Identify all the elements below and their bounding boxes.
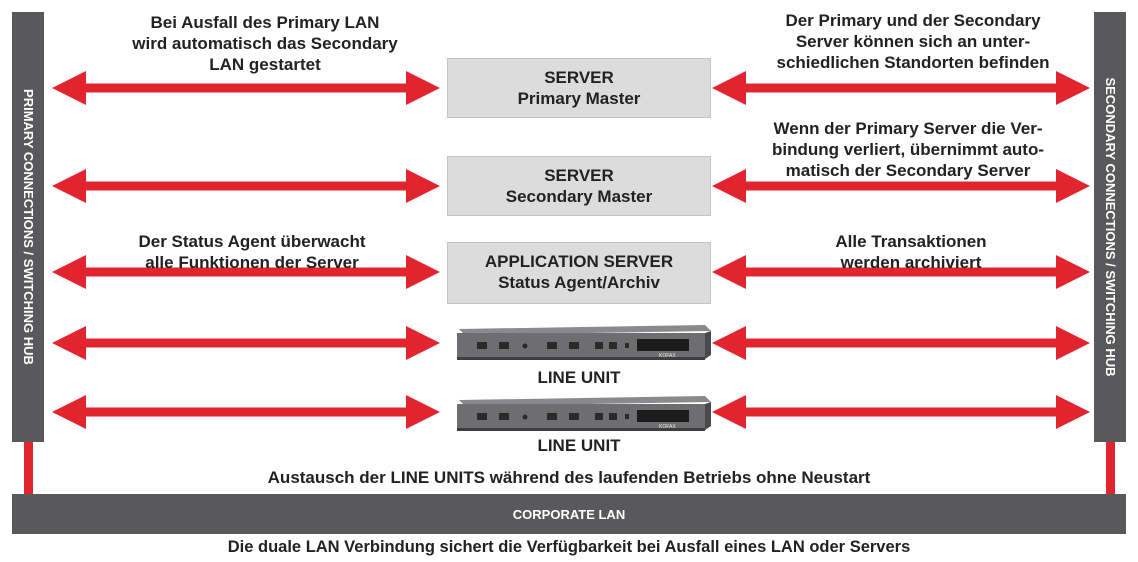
server-title: SERVER xyxy=(544,166,614,185)
note-line: bindung verliert, übernimmt auto- xyxy=(771,140,1044,159)
note-transactions-archived: Alle Transaktionen werden archiviert xyxy=(766,231,1056,273)
note-status-agent: Der Status Agent überwacht alle Funktion… xyxy=(92,231,412,273)
arrow-left-row-1 xyxy=(52,71,440,105)
line-unit-brand-1: KOFAX xyxy=(659,353,676,359)
server-subtitle: Secondary Master xyxy=(505,187,653,206)
line-unit-label-1: LINE UNIT xyxy=(537,368,621,387)
note-secondary-takeover: Wenn der Primary Server die Ver- bindung… xyxy=(730,118,1086,181)
arrow-left-row-2 xyxy=(52,169,440,203)
server-subtitle: Primary Master xyxy=(517,89,641,108)
note-primary-lan-failover: Bei Ausfall des Primary LAN wird automat… xyxy=(100,12,430,75)
secondary-hub-connector xyxy=(1106,442,1115,494)
note-line: Wenn der Primary Server die Ver- xyxy=(773,119,1043,138)
server-title: APPLICATION SERVER xyxy=(484,252,674,271)
line-unit-hot-swap-text: Austausch der LINE UNITS während des lau… xyxy=(267,468,871,487)
arrow-left-row-5 xyxy=(52,395,440,429)
arrow-left-row-3 xyxy=(52,255,440,289)
note-server-locations: Der Primary und der Secondary Server kön… xyxy=(735,10,1091,73)
arrow-right-row-5 xyxy=(712,395,1090,429)
primary-switching-hub-bar: PRIMARY CONNECTIONS / SWITCHING HUB xyxy=(12,12,44,442)
note-line: schiedlichen Standorten befinden xyxy=(776,53,1050,72)
diagram-caption: Die duale LAN Verbindung sichert die Ver… xyxy=(227,538,911,556)
line-unit-label-2: LINE UNIT xyxy=(537,436,621,455)
note-line: werden archiviert xyxy=(840,253,982,272)
note-line: Server können sich an unter- xyxy=(795,32,1031,51)
note-line: LAN gestartet xyxy=(209,55,321,74)
arrow-left-row-4 xyxy=(52,326,440,360)
arrow-right-row-3 xyxy=(712,255,1090,289)
application-server: APPLICATION SERVER Status Agent/Archiv xyxy=(447,242,711,304)
note-line: wird automatisch das Secondary xyxy=(132,34,398,53)
note-line: Der Status Agent überwacht xyxy=(138,232,366,251)
note-line: Bei Ausfall des Primary LAN xyxy=(150,13,380,32)
primary-hub-connector xyxy=(24,442,33,494)
line-unit-device-2: KOFAX xyxy=(457,396,711,431)
server-secondary-master: SERVER Secondary Master xyxy=(447,156,711,216)
server-subtitle: Status Agent/Archiv xyxy=(498,273,660,292)
note-line: alle Funktionen der Server xyxy=(145,253,359,272)
note-line: matisch der Secondary Server xyxy=(785,161,1031,180)
note-line: Alle Transaktionen xyxy=(835,232,987,251)
corporate-lan-bar: CORPORATE LAN xyxy=(12,494,1126,534)
line-unit-brand-2: KOFAX xyxy=(659,424,676,430)
arrow-right-row-2 xyxy=(712,169,1090,203)
server-title: SERVER xyxy=(544,68,614,87)
secondary-switching-hub-bar: SECONDARY CONNECTIONS / SWITCHING HUB xyxy=(1094,12,1126,442)
arrow-right-row-1 xyxy=(712,71,1090,105)
arrow-right-row-4 xyxy=(712,326,1090,360)
server-primary-master: SERVER Primary Master xyxy=(447,58,711,118)
note-line: Der Primary und der Secondary xyxy=(785,11,1041,30)
line-unit-device-1: KOFAX xyxy=(457,325,711,360)
